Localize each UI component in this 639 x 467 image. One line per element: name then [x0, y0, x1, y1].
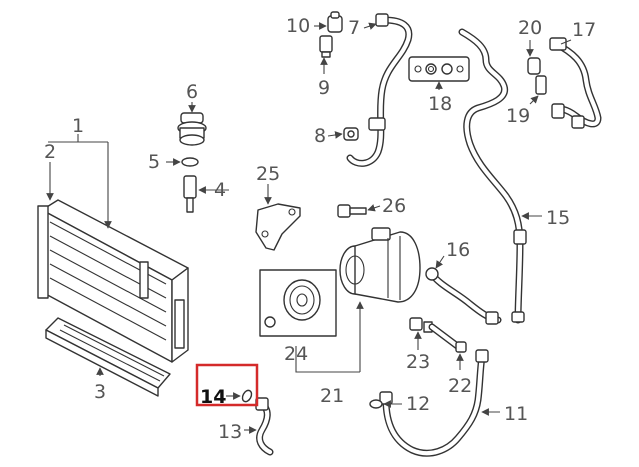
- callout-3[interactable]: 3: [94, 381, 106, 403]
- callout-10[interactable]: 10: [286, 15, 310, 37]
- highlight-box: [195, 363, 259, 407]
- callout-16[interactable]: 16: [446, 239, 470, 261]
- callout-12[interactable]: 12: [406, 393, 430, 415]
- callout-5[interactable]: 5: [148, 151, 160, 173]
- nut-part-23[interactable]: [409, 317, 423, 331]
- bolt-part-26[interactable]: [337, 204, 367, 218]
- valve-part-4[interactable]: [183, 175, 197, 213]
- seal-plate-part-18[interactable]: [408, 56, 470, 82]
- refrigerant-hose-7[interactable]: [346, 13, 413, 167]
- o-ring-part-12[interactable]: [369, 399, 383, 409]
- bracket-part-25[interactable]: [255, 203, 301, 251]
- o-ring-part-5[interactable]: [181, 157, 199, 167]
- callout-19[interactable]: 19: [506, 105, 530, 127]
- o-ring-part-14[interactable]: [241, 389, 254, 403]
- leader-lines: [46, 22, 572, 434]
- callout-4[interactable]: 4: [214, 179, 226, 201]
- callout-15[interactable]: 15: [546, 207, 570, 229]
- switch-part-10[interactable]: [327, 11, 343, 33]
- callout-18[interactable]: 18: [428, 93, 452, 115]
- callout-6[interactable]: 6: [186, 81, 198, 103]
- callout-22[interactable]: 22: [448, 375, 472, 397]
- condenser-part[interactable]: [37, 199, 189, 363]
- callout-14[interactable]: 14: [200, 386, 226, 408]
- callout-8[interactable]: 8: [314, 125, 326, 147]
- valve-part-19[interactable]: [535, 75, 547, 95]
- callout-7[interactable]: 7: [348, 17, 360, 39]
- callout-20[interactable]: 20: [518, 17, 542, 39]
- callout-9[interactable]: 9: [318, 77, 330, 99]
- callout-26[interactable]: 26: [382, 195, 406, 217]
- callout-17[interactable]: 17: [572, 19, 596, 41]
- callout-labels: 1 2 3 4 5 6 7 8 9 10 11 12 13 14 15 16 1…: [44, 15, 596, 443]
- callout-23[interactable]: 23: [406, 351, 430, 373]
- fitting-part-8[interactable]: [343, 127, 359, 141]
- callout-1[interactable]: 1: [72, 115, 84, 137]
- clutch-kit-part[interactable]: [259, 269, 337, 337]
- air-guide-part[interactable]: [45, 317, 171, 397]
- refrigerant-hose-11[interactable]: [379, 349, 489, 457]
- callout-24[interactable]: 24: [284, 343, 308, 365]
- compressor-part[interactable]: [339, 227, 421, 303]
- pressure-switch-part[interactable]: [177, 112, 207, 146]
- refrigerant-hose-17[interactable]: [549, 37, 602, 129]
- callout-2[interactable]: 2: [44, 141, 56, 163]
- switch-part-20[interactable]: [527, 57, 541, 75]
- bolt-part-22[interactable]: [423, 321, 467, 353]
- valve-part-16[interactable]: [425, 267, 502, 325]
- refrigerant-line-15[interactable]: [458, 28, 527, 324]
- callout-13[interactable]: 13: [218, 421, 242, 443]
- callout-25[interactable]: 25: [256, 163, 280, 185]
- callout-11[interactable]: 11: [504, 403, 528, 425]
- callout-21[interactable]: 21: [320, 385, 344, 407]
- valve-part-9[interactable]: [319, 35, 333, 58]
